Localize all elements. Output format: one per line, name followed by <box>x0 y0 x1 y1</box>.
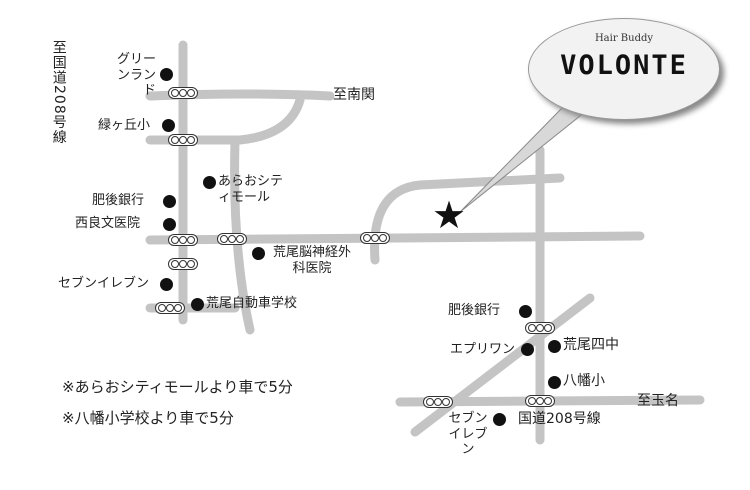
landmark-marker-icon <box>163 218 176 231</box>
traffic-signal-icon <box>168 87 198 99</box>
landmark-higo-bank-1: 肥後銀行 <box>92 193 145 208</box>
traffic-signal-icon <box>423 396 453 408</box>
traffic-signal-icon <box>155 302 185 314</box>
landmark-marker-icon <box>252 247 265 260</box>
landmark-marker-icon <box>160 278 173 291</box>
landmark-marker-icon <box>493 413 506 426</box>
landmark-marker-icon <box>548 376 561 389</box>
note-city-mall: ※あらおシティモールより車で5分 <box>62 378 293 396</box>
traffic-signal-icon <box>168 234 198 246</box>
salon-location-star-icon: ★ <box>432 193 467 237</box>
landmark-higo-bank-2: 肥後銀行 <box>448 303 501 318</box>
road-diagonal <box>410 293 595 437</box>
landmark-epri-one: エプリワン <box>450 342 516 357</box>
logo-subtitle: Hair Buddy <box>594 33 654 44</box>
landmark-marker-icon <box>548 340 561 353</box>
landmark-marker-icon <box>521 343 534 356</box>
traffic-signal-icon <box>168 134 198 146</box>
landmark-marker-icon <box>203 176 216 189</box>
landmark-marker-icon <box>162 119 175 132</box>
landmark-seven-eleven-1: セブンイレブン <box>58 276 150 291</box>
landmark-arao-driving-school: 荒尾自動車学校 <box>206 296 298 311</box>
landmark-arao-4th-jhs: 荒尾四中 <box>563 337 619 353</box>
logo-bubble: Hair Buddy VOLONTE <box>528 18 720 120</box>
destination-tamana: 至玉名 <box>637 393 679 409</box>
logo-name: VOLONTE <box>560 50 688 81</box>
landmark-arao-city-mall: あらおシティモール <box>218 174 284 205</box>
label-route-208: 国道208号線 <box>518 411 601 427</box>
traffic-signal-icon <box>525 322 555 334</box>
traffic-signal-icon <box>360 232 390 244</box>
landmark-marker-icon <box>160 68 173 81</box>
landmark-seven-eleven-2: セブンイレブン <box>448 411 488 458</box>
landmark-marker-icon <box>163 195 176 208</box>
landmark-marker-icon <box>191 298 204 311</box>
traffic-signal-icon <box>168 258 198 270</box>
traffic-signal-icon <box>525 395 555 407</box>
note-yahata: ※八幡小学校より車で5分 <box>62 409 234 427</box>
traffic-signal-icon <box>217 233 247 245</box>
callout-pointer <box>459 104 587 213</box>
destination-route-208: 至国道208号線 <box>50 40 67 145</box>
landmark-marker-icon <box>519 305 532 318</box>
landmark-yahata-elementary: 八幡小 <box>563 373 605 389</box>
landmark-midorigaoka: 緑ヶ丘小 <box>98 118 151 133</box>
destination-nankan: 至南関 <box>333 87 375 103</box>
landmark-nishira-clinic: 西良文医院 <box>75 216 141 231</box>
landmark-arao-neuro: 荒尾脳神経外科医院 <box>272 245 351 276</box>
road-upper-curve <box>145 95 305 145</box>
landmark-green-land: グリーンランド <box>116 52 156 99</box>
road-arc <box>370 173 565 265</box>
